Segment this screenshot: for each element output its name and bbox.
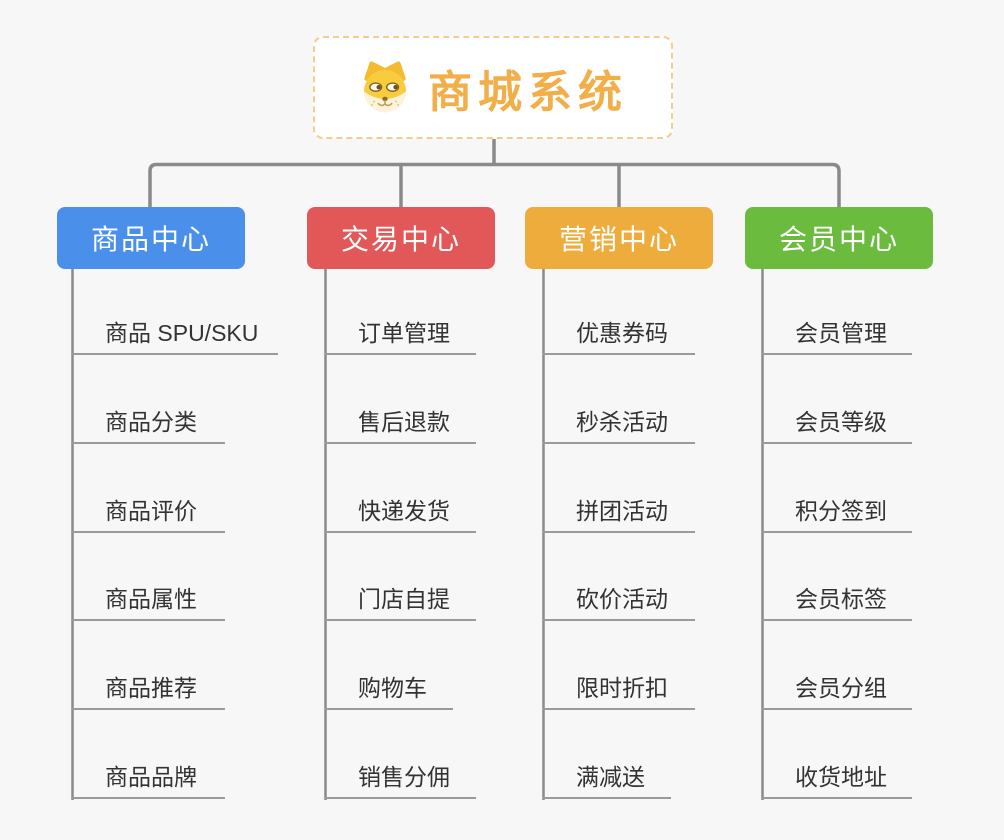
leaf-topic[interactable]: 拼团活动 bbox=[543, 493, 695, 533]
leaf-topic[interactable]: 商品属性 bbox=[72, 581, 225, 621]
leaf-topic[interactable]: 商品推荐 bbox=[72, 670, 225, 710]
leaf-topic[interactable]: 优惠券码 bbox=[543, 315, 695, 355]
branch-node-member-center[interactable]: 会员中心 bbox=[745, 207, 933, 269]
branch-label: 会员中心 bbox=[778, 224, 899, 255]
leaf-topic[interactable]: 砍价活动 bbox=[543, 581, 695, 621]
leaf-topic[interactable]: 销售分佣 bbox=[325, 759, 476, 799]
leaf-topic[interactable]: 商品品牌 bbox=[72, 759, 225, 799]
leaf-topic[interactable]: 商品评价 bbox=[72, 493, 225, 533]
leaf-topic[interactable]: 满减送 bbox=[543, 759, 671, 799]
branch-node-trade-center[interactable]: 交易中心 bbox=[307, 207, 495, 269]
branch-label: 交易中心 bbox=[340, 224, 461, 255]
leaf-topic[interactable]: 限时折扣 bbox=[543, 670, 695, 710]
leaf-topic[interactable]: 订单管理 bbox=[325, 315, 476, 355]
leaf-topic[interactable]: 购物车 bbox=[325, 670, 453, 710]
leaf-topic[interactable]: 售后退款 bbox=[325, 404, 476, 444]
leaf-topic[interactable]: 快递发货 bbox=[325, 493, 476, 533]
leaf-topic[interactable]: 会员分组 bbox=[762, 670, 912, 710]
root-node-mall-system[interactable]: 商城系统 bbox=[313, 36, 673, 139]
leaf-topic[interactable]: 收货地址 bbox=[762, 759, 912, 799]
leaf-topic[interactable]: 秒杀活动 bbox=[543, 404, 695, 444]
leaf-topic[interactable]: 积分签到 bbox=[762, 493, 912, 533]
root-title: 商城系统 bbox=[428, 67, 628, 117]
branch-node-product-center[interactable]: 商品中心 bbox=[57, 207, 245, 269]
branch-node-marketing-center[interactable]: 营销中心 bbox=[525, 207, 713, 269]
leaf-topic[interactable]: 商品 SPU/SKU bbox=[72, 315, 278, 355]
leaf-topic[interactable]: 会员等级 bbox=[762, 404, 912, 444]
leaf-topic[interactable]: 会员标签 bbox=[762, 581, 912, 621]
leaf-topic[interactable]: 门店自提 bbox=[325, 581, 476, 621]
leaf-topic[interactable]: 商品分类 bbox=[72, 404, 225, 444]
leaf-topic[interactable]: 会员管理 bbox=[762, 315, 912, 355]
branch-label: 商品中心 bbox=[90, 224, 211, 255]
dog-face-icon bbox=[363, 60, 407, 112]
branch-label: 营销中心 bbox=[558, 224, 679, 255]
connector-bus bbox=[148, 162, 841, 208]
